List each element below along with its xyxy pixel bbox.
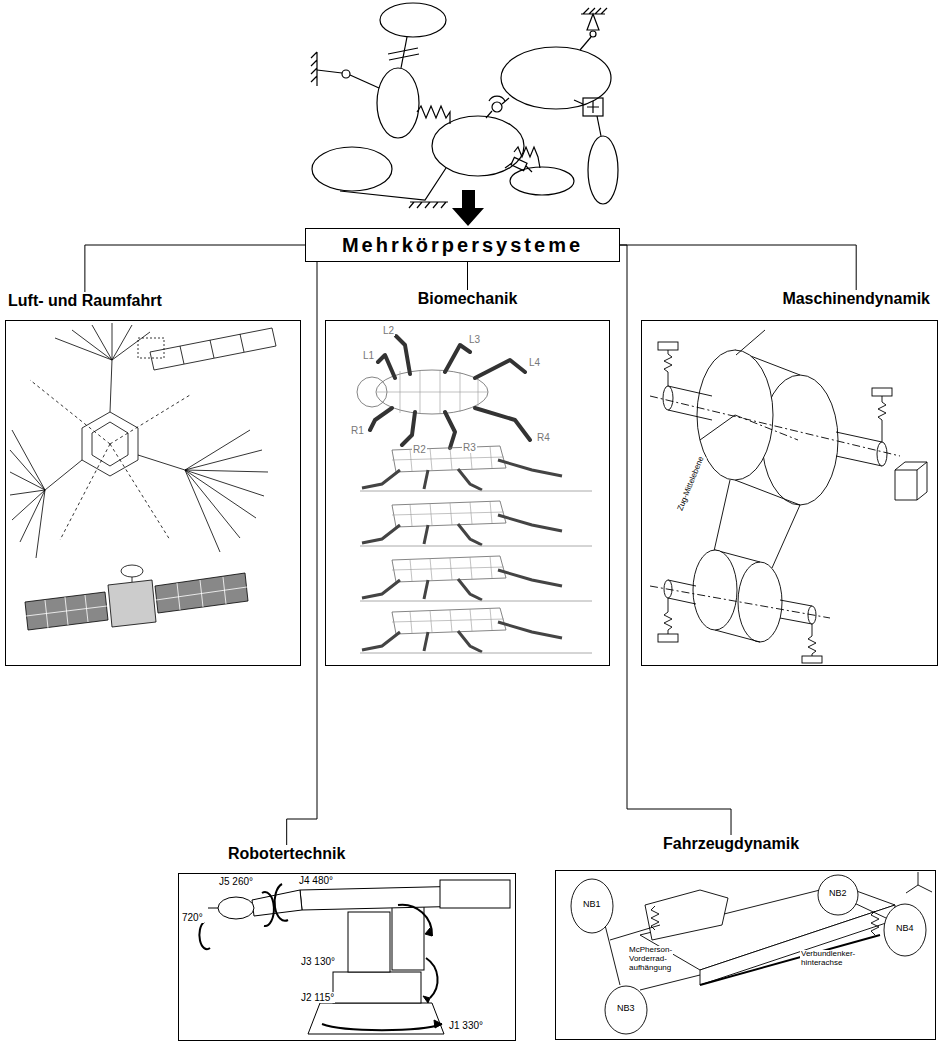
part-label: L4 <box>528 357 541 368</box>
heading-row: Robotertechnik <box>178 845 516 863</box>
part-label: NB3 <box>616 1004 636 1014</box>
panel-frame <box>555 870 936 1040</box>
panel-frame <box>325 320 610 666</box>
tree-connector <box>287 262 317 845</box>
field-panel: Fahrzeugdynamik <box>555 835 936 1040</box>
field-panel: Luft- und Raumfahrt <box>5 292 301 666</box>
field-panel: Robotertechnik <box>178 845 516 1041</box>
field-heading: Fahrzeugdynamik <box>663 835 799 853</box>
heading-row: Maschinendynamik <box>641 290 938 308</box>
part-label: J3 130° <box>300 956 336 967</box>
field-heading: Robotertechnik <box>228 845 345 863</box>
part-label: 720° <box>181 912 204 923</box>
part-label: J4 480° <box>298 875 334 886</box>
tree-connector <box>620 245 856 290</box>
panel-frame <box>178 873 516 1041</box>
part-label: McPherson- Vorderrad- aufhängung <box>628 946 673 972</box>
panel-frame <box>641 320 938 666</box>
part-label: NB4 <box>895 924 915 934</box>
heading-row: Fahrzeugdynamik <box>555 835 936 853</box>
field-heading: Maschinendynamik <box>782 290 930 308</box>
part-label: R3 <box>462 442 477 453</box>
part-label: J2 115° <box>300 992 335 1003</box>
field-heading: Biomechanik <box>418 290 518 308</box>
part-label: Zug-Mittelebene <box>676 455 707 514</box>
panel-frame <box>5 320 301 666</box>
field-heading: Luft- und Raumfahrt <box>8 292 162 310</box>
part-label: L2 <box>382 325 395 336</box>
field-panel: Maschinendynamik <box>641 290 938 666</box>
satellite-figure <box>10 323 276 630</box>
insect-figure <box>357 336 592 653</box>
part-label: NB1 <box>582 900 602 910</box>
part-label: R2 <box>412 444 427 455</box>
system-title: Mehrkörpersysteme <box>342 234 583 257</box>
tree-connector <box>85 245 305 292</box>
vehicle-figure <box>571 872 932 1034</box>
part-label: L3 <box>468 334 481 345</box>
part-label: NB2 <box>828 889 848 899</box>
robot-figure <box>199 880 510 1034</box>
tree-connector <box>467 262 468 290</box>
field-panel: Biomechanik <box>325 290 610 666</box>
system-box: Mehrkörpersysteme <box>305 228 620 262</box>
part-label: R1 <box>350 425 365 436</box>
down-arrow <box>452 190 484 226</box>
part-label: Verbundlenker- hinterachse <box>800 950 856 968</box>
rotor-figure <box>650 330 927 663</box>
part-label: J1 330° <box>448 1020 484 1031</box>
part-label: J5 260° <box>218 876 254 887</box>
part-label: R4 <box>536 432 551 443</box>
heading-row: Biomechanik <box>325 290 610 308</box>
mbs-sketch <box>311 3 618 208</box>
tree-connector <box>620 245 731 835</box>
part-label: L1 <box>362 350 375 361</box>
heading-row: Luft- und Raumfahrt <box>5 292 301 310</box>
